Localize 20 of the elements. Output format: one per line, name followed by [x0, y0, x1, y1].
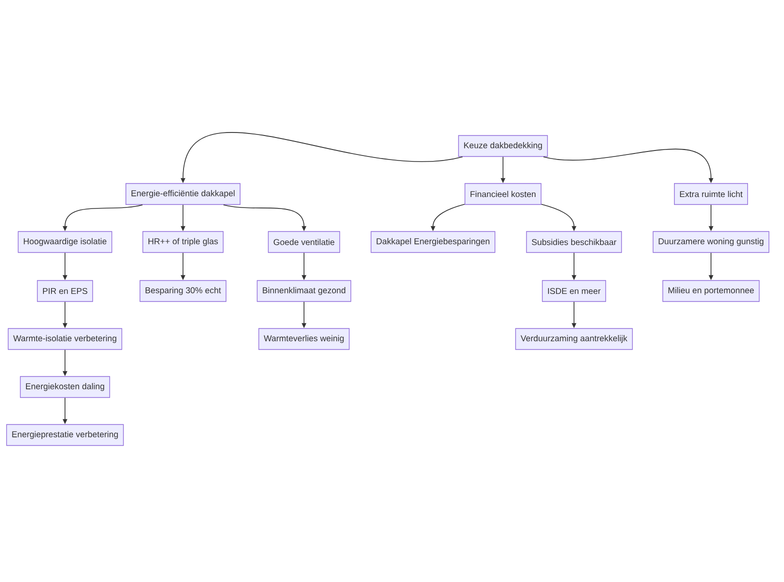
- process-box: Subsidies beschikbaar: [526, 231, 622, 253]
- process-box: Energiekosten daling: [20, 376, 110, 398]
- process-box: HR++ of triple glas: [142, 231, 224, 253]
- process-box: Verduurzaming aantrekkelijk: [515, 328, 633, 350]
- process-box: Goede ventilatie: [268, 231, 340, 253]
- process-box: Dakkapel Energiebesparingen: [370, 231, 496, 253]
- process-box: Binnenklimaat gezond: [256, 280, 352, 302]
- process-box: Warmte-isolatie verbetering: [8, 328, 122, 350]
- process-box: Hoogwaardige isolatie: [18, 231, 112, 253]
- process-box: Energie-efficiëntie dakkapel: [126, 183, 240, 205]
- process-box: ISDE en meer: [542, 280, 606, 302]
- process-box: Milieu en portemonnee: [662, 280, 760, 302]
- process-box: Financieel kosten: [464, 183, 542, 205]
- process-box: Besparing 30% echt: [140, 280, 226, 302]
- process-box: PIR en EPS: [36, 280, 94, 302]
- process-box: Extra ruimte licht: [674, 183, 748, 205]
- process-box: Warmteverlies weinig: [258, 328, 350, 350]
- process-box: Duurzamere woning gunstig: [652, 231, 770, 253]
- process-box: Energieprestatie verbetering: [6, 424, 124, 446]
- process-box: Keuze dakbedekking: [458, 135, 548, 157]
